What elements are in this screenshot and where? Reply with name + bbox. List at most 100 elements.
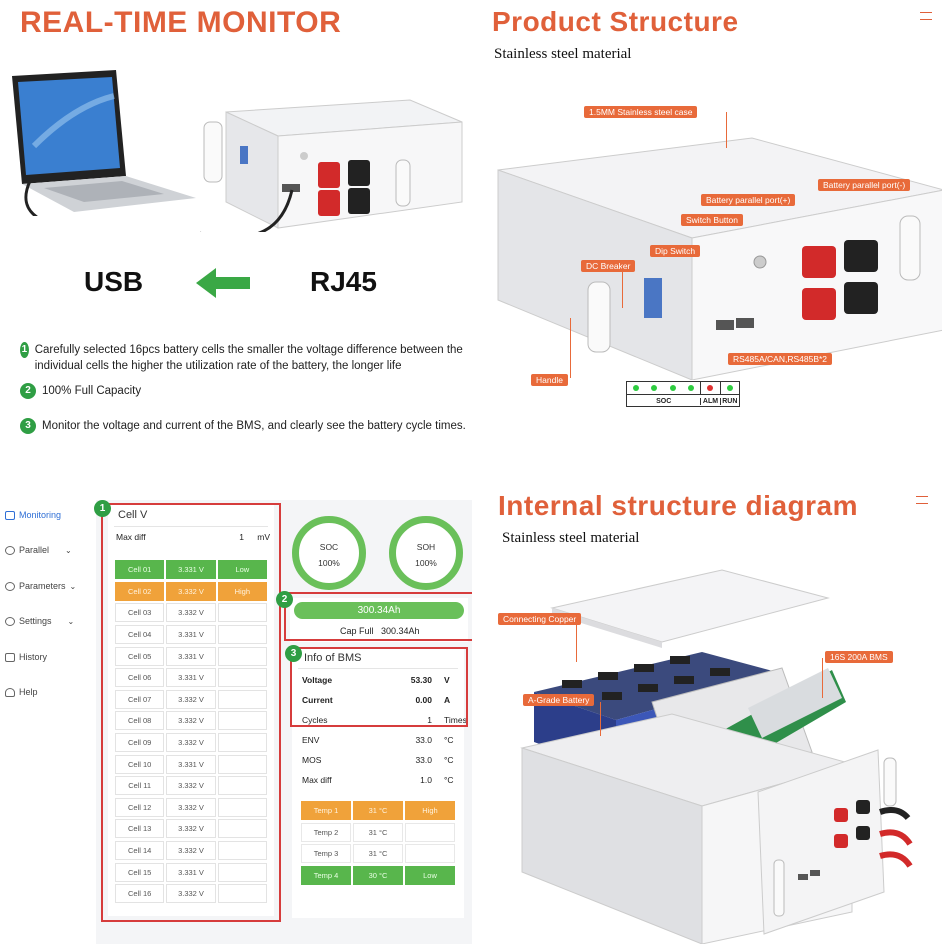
bms-unit: A bbox=[444, 695, 451, 705]
headset-icon bbox=[5, 687, 15, 697]
cell-name: Cell 08 bbox=[115, 711, 165, 731]
soh-value: 100% bbox=[415, 558, 437, 568]
temp-value: 31 °C bbox=[353, 844, 403, 864]
nav-label: Parameters bbox=[19, 581, 66, 591]
temp-status: High bbox=[405, 801, 455, 821]
nav-item-history[interactable]: History bbox=[5, 652, 47, 662]
soc-led bbox=[688, 385, 695, 391]
q4-subtitle: Stainless steel material bbox=[502, 530, 640, 546]
run-indicator-label: RUN bbox=[719, 397, 739, 405]
cell-status: High bbox=[217, 581, 267, 601]
feature-text: Carefully selected 16pcs battery cells t… bbox=[34, 344, 463, 372]
nav-item-parameters[interactable]: Parameters ⌄ bbox=[5, 581, 76, 591]
tag-dip: Dip Switch bbox=[650, 245, 701, 257]
cell-name: Cell 16 bbox=[115, 884, 165, 904]
q4-title: Internal structure diagram bbox=[498, 490, 858, 521]
chevron-down-icon: ⌄ bbox=[67, 616, 75, 626]
nav-item-settings[interactable]: Settings ⌄ bbox=[5, 616, 74, 626]
cell-status bbox=[217, 625, 267, 645]
cell-status bbox=[217, 776, 267, 796]
alm-led bbox=[707, 385, 714, 391]
bms-unit: Times bbox=[444, 715, 467, 725]
bms-value: 0.00 bbox=[415, 695, 432, 705]
highlight-box-3 bbox=[290, 647, 468, 727]
nav-label: Parallel bbox=[19, 545, 50, 555]
cell-voltage: 3.331 V bbox=[166, 560, 216, 580]
max-diff-label: Max diff bbox=[116, 532, 146, 542]
folder-icon bbox=[5, 652, 15, 662]
bms-unit: V bbox=[444, 675, 450, 685]
tag-copper: Connecting Copper bbox=[498, 613, 582, 625]
bms-value: 1 bbox=[427, 715, 432, 725]
usb-label: USB bbox=[84, 266, 144, 297]
cell-name: Cell 06 bbox=[115, 668, 165, 688]
highlight-badge-2: 2 bbox=[276, 591, 293, 608]
cell-voltage: 3.332 V bbox=[166, 819, 216, 839]
nav-item-monitoring[interactable]: Monitoring bbox=[5, 510, 61, 520]
bms-label: Current bbox=[302, 695, 333, 705]
nav-label: Help bbox=[19, 687, 38, 697]
cell-voltage: 3.331 V bbox=[166, 862, 216, 882]
leader-line bbox=[822, 658, 823, 698]
cell-voltage: 3.331 V bbox=[166, 754, 216, 774]
cell-name: Cell 10 bbox=[115, 754, 165, 774]
nav-item-parallel[interactable]: Parallel ⌄ bbox=[5, 545, 72, 555]
cell-status bbox=[217, 733, 267, 753]
tag-bms: 16S 200A BMS bbox=[825, 651, 893, 663]
tag-handle: Handle bbox=[531, 374, 568, 386]
cell-status bbox=[217, 754, 267, 774]
gear-icon bbox=[5, 616, 15, 626]
rj45-label: RJ45 bbox=[310, 266, 377, 297]
cell-voltage: 3.332 V bbox=[166, 733, 216, 753]
cell-name: Cell 11 bbox=[115, 776, 165, 796]
leader-line bbox=[622, 268, 623, 308]
leader-line bbox=[726, 112, 727, 148]
cell-voltage: 3.332 V bbox=[166, 841, 216, 861]
highlight-box-1 bbox=[101, 503, 281, 922]
cell-voltage: 3.332 V bbox=[166, 581, 216, 601]
q4-internal-structure: Internal structure diagram Stainless ste… bbox=[472, 472, 944, 944]
feature-number-badge: 1 bbox=[20, 342, 29, 358]
soc-gauge: SOC 100% bbox=[292, 516, 366, 590]
battery-case-illustration bbox=[497, 137, 942, 380]
temp-name: Temp 4 bbox=[301, 866, 351, 886]
menu-icon[interactable] bbox=[920, 12, 932, 20]
feature-1: 1 Carefully selected 16pcs battery cells… bbox=[20, 342, 470, 374]
menu-icon[interactable] bbox=[916, 496, 928, 504]
bms-unit: °C bbox=[444, 755, 454, 765]
cell-voltage: 3.331 V bbox=[166, 625, 216, 645]
bms-value: 53.30 bbox=[410, 675, 432, 685]
cell-status bbox=[217, 646, 267, 666]
cell-voltage: 3.331 V bbox=[166, 668, 216, 688]
soc-label: SOC bbox=[319, 542, 339, 552]
nav-item-help[interactable]: Help bbox=[5, 687, 38, 697]
cell-voltage: 3.331 V bbox=[166, 646, 216, 666]
indicator-panel: SOC ALM RUN bbox=[626, 381, 740, 407]
cell-status bbox=[217, 711, 267, 731]
temp-value: 31 °C bbox=[353, 822, 403, 842]
max-diff-value: 1 bbox=[239, 532, 244, 542]
bms-label: MOS bbox=[302, 755, 322, 765]
gauge-icon bbox=[5, 581, 15, 591]
cell-name: Cell 03 bbox=[115, 603, 165, 623]
nav-label: History bbox=[19, 652, 48, 662]
tag-rs485: RS485A/CAN,RS485B*2 bbox=[728, 353, 833, 365]
leader-line bbox=[576, 622, 577, 662]
